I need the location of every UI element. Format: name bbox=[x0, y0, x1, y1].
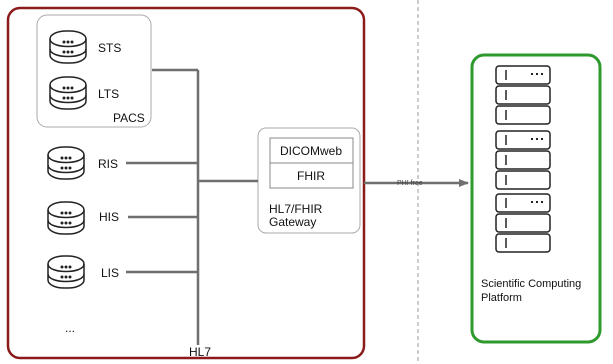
hl7-bus bbox=[126, 68, 258, 345]
fhir-label: FHIR bbox=[297, 169, 325, 183]
phi-free-label: PHI free bbox=[397, 180, 423, 187]
database-icon bbox=[47, 201, 85, 235]
his-label: HIS bbox=[99, 210, 120, 224]
pacs-group-box bbox=[36, 14, 152, 128]
server-rack-icon bbox=[495, 65, 551, 125]
pacs-label: PACS bbox=[113, 111, 145, 125]
database-icon bbox=[47, 255, 85, 289]
platform-boundary bbox=[470, 53, 602, 344]
server-rack-icon bbox=[495, 130, 551, 190]
database-icon bbox=[49, 30, 87, 64]
gateway-title-line2: Gateway bbox=[269, 215, 317, 229]
database-icon bbox=[49, 76, 87, 110]
lts-label: LTS bbox=[98, 87, 120, 101]
database-icon bbox=[47, 146, 85, 180]
platform-title-line1: Scientific Computing bbox=[481, 278, 582, 290]
server-rack-icon bbox=[495, 193, 551, 253]
platform-title-line2: Platform bbox=[481, 292, 522, 304]
gateway-title-line1: HL7/FHIR bbox=[269, 202, 323, 216]
gateway-box bbox=[257, 127, 361, 234]
sts-label: STS bbox=[98, 41, 122, 55]
lis-label: LIS bbox=[101, 266, 120, 280]
dicomweb-label: DICOMweb bbox=[279, 144, 342, 158]
ellipsis-label: ... bbox=[65, 321, 76, 335]
hl7-bus-label: HL7 bbox=[189, 345, 212, 359]
ris-label: RIS bbox=[98, 157, 119, 171]
